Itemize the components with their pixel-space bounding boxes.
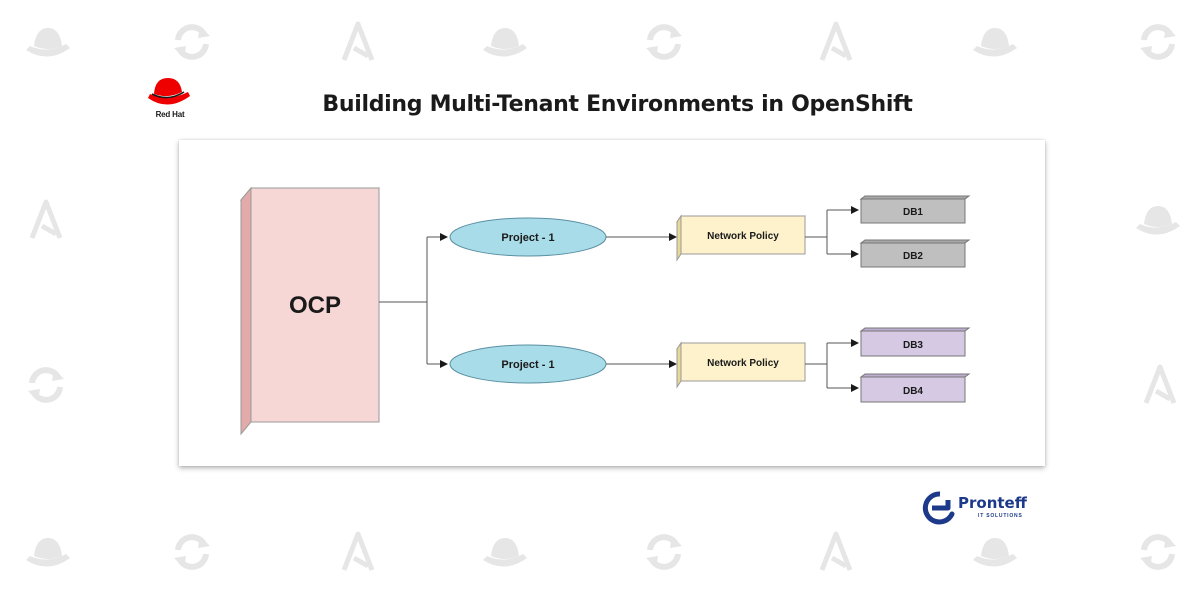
- redhat-hat-icon: [1136, 206, 1180, 235]
- redhat-logo-text: Red Hat: [155, 110, 185, 119]
- db-node: DB3: [859, 327, 971, 357]
- sync-icon: [646, 536, 682, 568]
- branch-2: Project - 1 Network Policy DB3 DB4: [449, 327, 971, 403]
- sync-icon: [646, 26, 682, 58]
- sync-icon: [174, 536, 210, 568]
- db-label: DB4: [903, 386, 923, 397]
- sync-icon: [28, 369, 64, 401]
- ansible-a-icon: [822, 534, 850, 570]
- redhat-hat-icon: [973, 538, 1017, 567]
- ansible-a-icon: [1146, 367, 1174, 403]
- diagram-panel: OCP Project - 1 Network Policy: [179, 140, 1045, 466]
- db-node: DB4: [859, 373, 971, 403]
- ansible-a-icon: [32, 202, 60, 238]
- db-node: DB2: [859, 239, 971, 268]
- redhat-hat-icon: [483, 538, 527, 567]
- network-policy-label: Network Policy: [707, 358, 779, 369]
- ansible-a-icon: [344, 534, 372, 570]
- branch-1: Project - 1 Network Policy DB1 DB2: [449, 195, 971, 268]
- db-node: DB1: [859, 195, 971, 224]
- redhat-hat-icon: [148, 78, 190, 105]
- db-label: DB3: [903, 340, 923, 351]
- project-label: Project - 1: [501, 232, 554, 244]
- db-label: DB1: [903, 207, 923, 218]
- network-policy-label: Network Policy: [707, 231, 779, 242]
- architecture-diagram: OCP Project - 1 Network Policy: [239, 186, 971, 436]
- ansible-a-icon: [822, 24, 850, 60]
- ocp-box: [250, 187, 380, 423]
- sync-icon: [174, 26, 210, 58]
- sync-icon: [1140, 26, 1176, 58]
- project-label: Project - 1: [501, 359, 554, 371]
- pronteff-name: Pronteff: [958, 494, 1027, 512]
- page-title: Building Multi-Tenant Environments in Op…: [322, 92, 913, 117]
- pronteff-mark-icon: [922, 491, 955, 525]
- redhat-logo: Red Hat: [138, 72, 198, 124]
- redhat-hat-icon: [973, 28, 1017, 57]
- network-policy-node: [680, 215, 806, 255]
- redhat-hat-icon: [26, 28, 70, 57]
- pronteff-tagline: IT SOLUTIONS: [978, 513, 1023, 519]
- network-policy-node: [680, 342, 806, 382]
- redhat-hat-icon: [26, 538, 70, 567]
- ocp-node: OCP: [239, 186, 381, 436]
- db-label: DB2: [903, 251, 923, 262]
- ocp-label: OCP: [289, 292, 341, 319]
- sync-icon: [1140, 536, 1176, 568]
- ocp-connectors: [379, 233, 448, 368]
- pronteff-logo: Pronteff IT SOLUTIONS: [922, 490, 1042, 526]
- redhat-hat-icon: [483, 28, 527, 57]
- ansible-a-icon: [344, 24, 372, 60]
